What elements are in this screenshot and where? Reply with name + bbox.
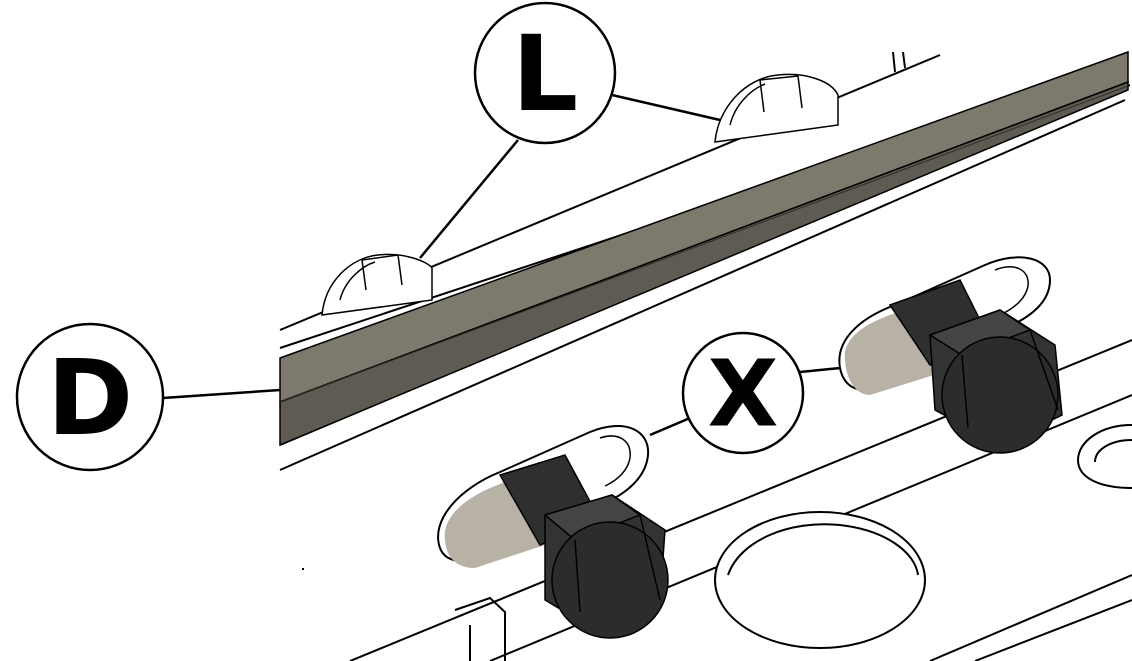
leader-l-right [611, 93, 721, 122]
callout-l-label: L [512, 13, 578, 135]
leader-lines [162, 93, 841, 437]
leader-d [162, 388, 281, 400]
callout-x-label: X [708, 341, 779, 448]
callout-d-label: D [47, 337, 133, 459]
leader-x-right [799, 366, 841, 374]
leader-l-left [419, 139, 519, 259]
callout-x: X [681, 331, 805, 455]
leader-x-left [649, 416, 691, 437]
round-hole-small [1076, 424, 1132, 489]
stray-mark [302, 568, 304, 570]
lower-bolt-left [498, 454, 669, 639]
callout-l: L [473, 1, 617, 145]
callout-d: D [15, 322, 165, 472]
lower-bolt-right [888, 279, 1063, 454]
upper-bolt-right [714, 73, 839, 143]
strip-d [279, 50, 1129, 447]
strip-bottom-face [279, 80, 1129, 447]
round-hole-large [714, 511, 926, 649]
upper-bolt-left [321, 253, 433, 316]
bolt-stub [892, 51, 906, 73]
